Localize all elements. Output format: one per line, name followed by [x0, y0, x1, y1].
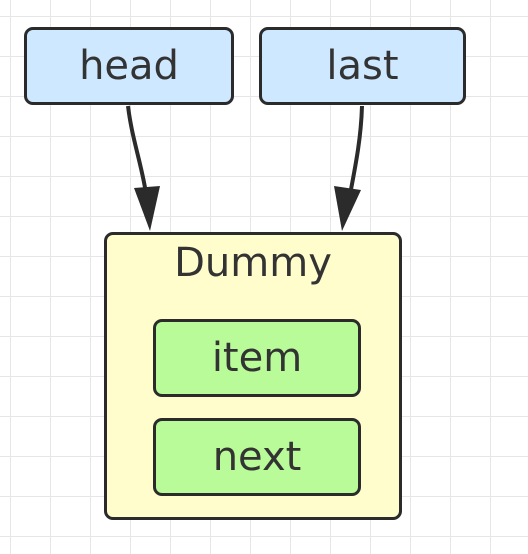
last-node: last — [259, 27, 466, 105]
dummy-node: Dummy item next — [104, 232, 402, 520]
item-field-label: item — [211, 335, 303, 381]
arrow-head-to-dummy — [126, 105, 160, 231]
head-label: head — [79, 43, 179, 89]
head-node: head — [24, 27, 234, 105]
dummy-title: Dummy — [174, 240, 332, 286]
item-field: item — [153, 319, 361, 397]
next-field: next — [153, 418, 361, 496]
last-label: last — [326, 43, 399, 89]
arrow-last-to-dummy — [334, 105, 364, 231]
next-field-label: next — [212, 434, 302, 480]
